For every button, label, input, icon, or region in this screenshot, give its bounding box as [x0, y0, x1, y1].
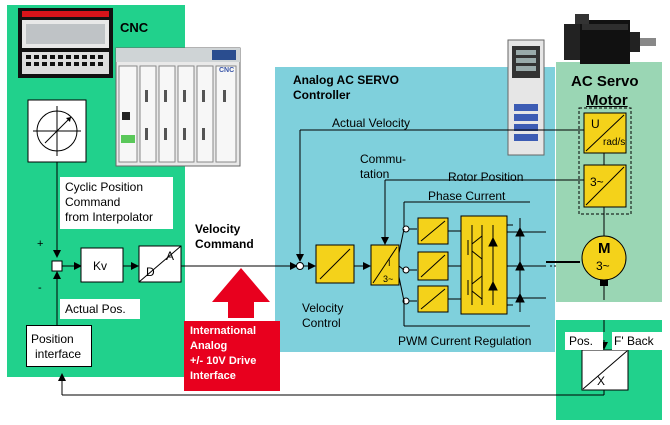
position-interface-line-1: Position: [31, 332, 74, 346]
rack-logo: CNC: [219, 67, 235, 74]
servo-drive-icon: [507, 39, 545, 156]
kv-block: [80, 247, 124, 283]
pwm-label: PWM Current Regulation: [398, 334, 532, 348]
pos-label: Pos.: [569, 334, 594, 348]
rotor-position-label: Rotor Position: [448, 170, 524, 184]
feedback-x-label: X: [597, 374, 606, 388]
da-d-label: D: [146, 265, 155, 279]
velocity-control-line-1: Velocity: [302, 301, 344, 315]
current-controller-blocks: [417, 217, 449, 313]
converter-i-label: I: [388, 258, 391, 268]
converter-3-label: 3~: [383, 274, 394, 284]
servo-motor-icon: [564, 14, 656, 64]
interface-arrow-icon: [212, 268, 270, 318]
actual-velocity-label: Actual Velocity: [332, 116, 411, 130]
pwm-inverter-block: [460, 215, 513, 315]
cnc-terminal-icon: [18, 8, 113, 78]
resolver-conv-label: 3~: [590, 175, 604, 189]
actual-pos-label: Actual Pos.: [65, 302, 126, 316]
cyclic-position-box: Cyclic Position Command from Interpolato…: [60, 177, 173, 229]
cyclic-line-1: Cyclic Position: [65, 180, 144, 194]
servo-title-line-1: Analog AC SERVO: [293, 73, 400, 87]
actual-pos-box: Actual Pos.: [60, 299, 140, 319]
commutation-line-1: Commu-: [360, 152, 407, 166]
summing-junction: [51, 260, 63, 272]
cnc-rack-icon: [115, 47, 241, 167]
pos-label-box: Pos.: [565, 332, 603, 350]
position-interface-line-2: interface: [35, 347, 82, 361]
interface-note-line-4: Interface: [190, 370, 236, 382]
velocity-control-line-2: Control: [302, 316, 341, 330]
velocity-command-line-2: Command: [195, 237, 254, 251]
phase-current-label: Phase Current: [428, 189, 506, 203]
cyclic-line-2: Command: [65, 195, 121, 209]
feedback-label: F' Back: [614, 334, 654, 348]
da-a-label: A: [166, 249, 175, 263]
position-interface-block: Position interface: [26, 325, 92, 367]
interface-note-line-1: International: [190, 325, 257, 337]
motor-title-line-1: AC Servo: [571, 73, 639, 90]
tacho-u-label: U: [591, 117, 600, 131]
position-plot-icon: [27, 99, 87, 163]
interface-note-box: International Analog +/- 10V Drive Inter…: [184, 321, 280, 391]
feedback-label-box: F' Back: [612, 332, 662, 350]
minus-sign: -: [38, 282, 42, 294]
motor-title-line-2: Motor: [586, 92, 628, 109]
plus-sign: +: [37, 238, 44, 250]
interface-note-line-2: Analog: [190, 340, 228, 352]
interface-note-line-3: +/- 10V Drive: [190, 355, 257, 367]
motor-m-label: M: [598, 240, 611, 257]
cnc-title: CNC: [120, 20, 149, 35]
cyclic-line-3: from Interpolator: [65, 210, 154, 224]
servo-title-line-2: Controller: [293, 88, 351, 102]
tacho-rad-label: rad/s: [603, 137, 626, 148]
commutation-line-2: tation: [360, 167, 390, 181]
kv-label: Kv: [93, 259, 108, 273]
velocity-command-line-1: Velocity: [195, 222, 241, 236]
motor-phase-label: 3~: [596, 259, 610, 273]
velocity-sum-point: [296, 262, 304, 270]
